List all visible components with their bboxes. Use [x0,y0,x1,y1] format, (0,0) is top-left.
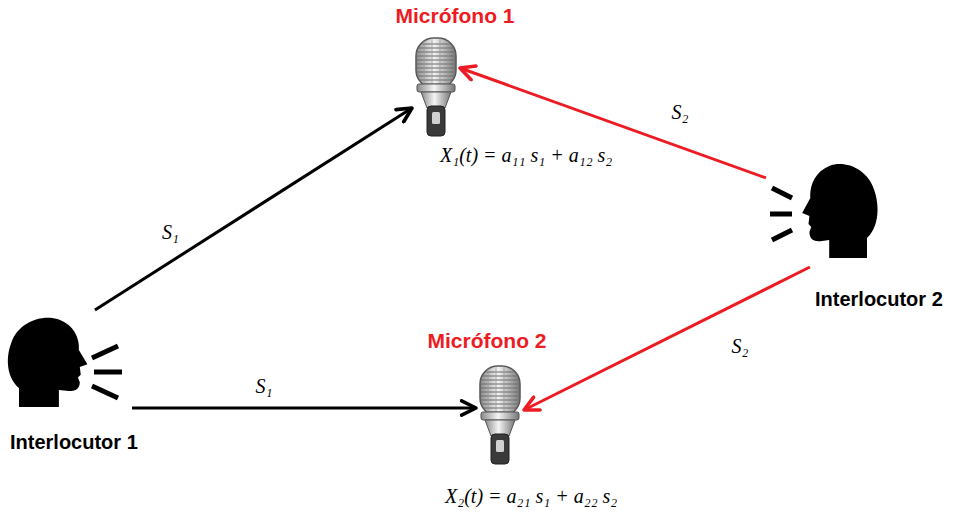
text-slot: S₂ [729,335,750,357]
microphone-node: Micrófono 2X₂(t) = a₂₁ s₁ + a₂₂ s₂ [476,366,524,464]
signal-label: S₂ [729,335,750,357]
head-shape [8,318,88,407]
signal-arrow [132,407,476,410]
signal-label: S₁ [254,375,275,397]
text-slot: S₁ [254,375,275,397]
signal-label: S₁ [160,221,181,243]
text-slot: Interlocutor 2 [815,287,943,311]
text-slot: X₁(t) = a₁₁ s₁ + a₁₂ s₂ [440,143,612,167]
head-silhouette [8,318,88,407]
signal-equation: X₁(t) = a₁₁ s₁ + a₁₂ s₂ [440,143,612,167]
text-slot: Micrófono 2 [428,328,547,353]
sound-line [770,212,792,217]
sound-line [772,188,792,198]
signal-arrow [95,108,412,310]
microphone-node: Micrófono 1X₁(t) = a₁₁ s₁ + a₁₂ s₂ [412,38,460,136]
signal-arrow [524,267,810,410]
microphone-title: Micrófono 2 [428,328,547,353]
sound-line [772,230,792,240]
sound-line [92,386,118,398]
speaker-node: Interlocutor 2 [766,155,886,267]
speaker-label: Interlocutor 2 [815,287,943,311]
sound-line [94,370,122,375]
head-shape [802,164,877,258]
speaker-node: Interlocutor 1 [2,310,132,410]
text-slot: S₁ [160,221,181,243]
sound-lines [92,346,122,398]
sound-lines [770,188,792,240]
microphone-icon [480,366,520,464]
sound-line [92,346,118,358]
signal-label: S₂ [670,101,691,123]
microphone-title: Micrófono 1 [396,3,515,28]
signal-equation: X₂(t) = a₂₁ s₁ + a₂₂ s₂ [445,484,617,508]
text-slot: X₂(t) = a₂₁ s₁ + a₂₂ s₂ [445,484,617,508]
text-slot: Interlocutor 1 [10,430,138,454]
speaker-label: Interlocutor 1 [10,430,138,454]
text-slot: Micrófono 1 [396,3,515,28]
text-slot: S₂ [670,101,691,123]
microphone-icon [416,38,456,136]
head-silhouette [802,164,877,258]
